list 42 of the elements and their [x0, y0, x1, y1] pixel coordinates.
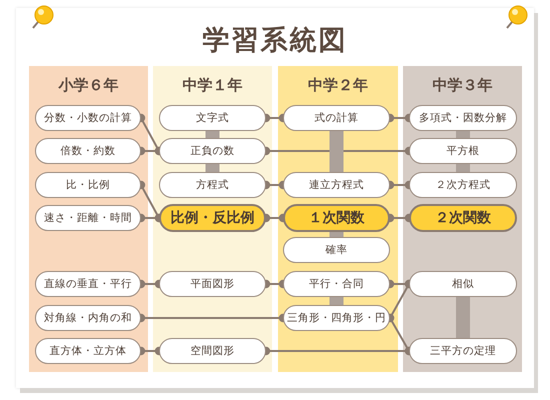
- link-bar: [330, 131, 344, 172]
- topic-pill: 平方根: [409, 138, 517, 164]
- topic-pill: 三平方の定理: [409, 338, 517, 364]
- column-heading: 中学３年: [432, 76, 494, 95]
- link-bar: [456, 164, 470, 172]
- topic-pill: 平面図形: [159, 271, 266, 297]
- topic-pill: 連立方程式: [283, 172, 390, 198]
- grade-column: [403, 66, 522, 372]
- diagram-title: 学習系統図: [202, 24, 348, 58]
- topic-pill: 分数・小数の計算: [35, 105, 141, 131]
- topic-pill: 相似: [409, 271, 517, 297]
- link-bar: [206, 164, 220, 172]
- highlighted-topic-pill: 比例・反比例: [159, 204, 266, 232]
- topic-pill: 倍数・約数: [35, 138, 141, 164]
- column-heading: 中学２年: [307, 76, 369, 95]
- topic-pill: 文字式: [159, 105, 266, 131]
- column-heading: 中学１年: [182, 76, 244, 95]
- link-bar: [330, 297, 344, 305]
- topic-pill: 確率: [283, 237, 390, 263]
- link-bar: [330, 232, 344, 237]
- highlighted-topic-pill: ２次関数: [409, 204, 517, 232]
- grade-column: [153, 66, 272, 372]
- topic-pill: 式の計算: [283, 105, 390, 131]
- column-heading: 小学６年: [57, 76, 120, 95]
- topic-pill: 直方体・立方体: [35, 338, 141, 364]
- topic-pill: 多項式・因数分解: [409, 105, 517, 131]
- link-bar: [456, 131, 470, 138]
- link-bar: [206, 131, 220, 138]
- grade-column: [278, 66, 398, 372]
- topic-pill: 速さ・距離・時間: [35, 205, 141, 231]
- topic-pill: 平行・合同: [283, 271, 390, 297]
- topic-pill: 方程式: [159, 172, 266, 198]
- topic-pill: 比・比例: [35, 172, 141, 198]
- topic-pill: ２次方程式: [409, 172, 517, 198]
- topic-pill: 空間図形: [159, 338, 266, 364]
- link-bar: [456, 297, 470, 338]
- topic-pill: 三角形・四角形・円: [283, 305, 390, 331]
- grade-column: [29, 66, 148, 372]
- topic-pill: 正負の数: [159, 138, 266, 164]
- topic-pill: 対角線・内角の和: [35, 305, 141, 331]
- highlighted-topic-pill: １次関数: [283, 204, 390, 232]
- topic-pill: 直線の垂直・平行: [35, 271, 141, 297]
